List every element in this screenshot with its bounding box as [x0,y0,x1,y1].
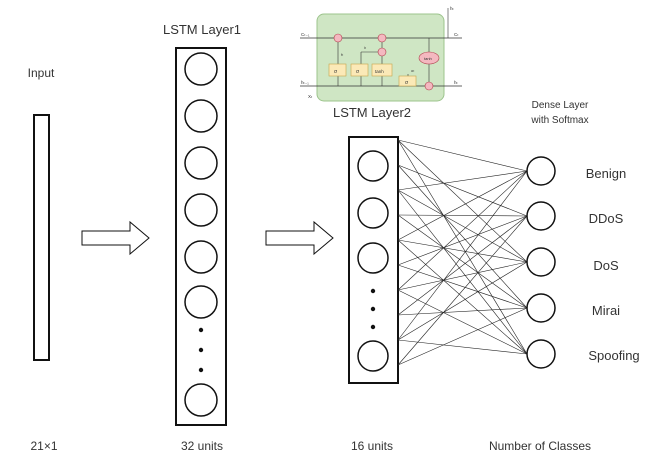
lstm1-unit [184,193,218,227]
dense-connection-line [397,170,528,291]
dense-units [526,156,556,369]
num-classes-label: Number of Classes [489,439,591,453]
class-label-ddos: DDoS [589,211,624,226]
dense-connection-line [397,214,528,309]
dense-connection-line [397,170,528,191]
x-t-label: Xₜ [308,94,313,99]
lstm1-unit [184,99,218,133]
dense-connection-line [397,139,528,355]
dense-connection-line [397,339,528,355]
c-t-label: Cₜ [454,32,459,37]
dense-connection-line [397,189,528,355]
dense-connections [397,139,528,366]
f-t-label: fₜ [341,52,343,57]
lstm2-unit [357,197,389,229]
lstm2-label: LSTM Layer2 [333,105,411,120]
c-prev-label: Cₜ₋₁ [301,32,310,37]
lstm1-unit [184,383,218,417]
lstm1-unit [184,285,218,319]
dense-connection-line [397,215,528,266]
dense-connection-line [397,261,528,341]
lstm2-unit [357,150,389,182]
lstm2-units [357,150,389,372]
lstm2-layer-box [348,136,399,384]
candidate-gate [371,63,393,77]
dense-connection-line [397,170,528,241]
dense-connection-line [397,139,528,263]
dense-connection-line [397,289,528,355]
lstm1-units [184,52,218,417]
dense-unit [526,293,556,323]
tanh-op-label: tanh [424,56,432,61]
dense-connection-line [397,214,528,217]
lstm-cell-inset: Cₜ₋₁ Cₜ hₜ₋₁ hₜ Xₜ hₜ fₜ iₜ oₜ σ σ tanh … [300,6,462,102]
input-sigma-label: σ [356,69,360,75]
dense-connection-line [397,239,528,355]
o-t-label: oₜ [411,68,414,73]
lstm2-unit [357,340,389,372]
dense-connection-line [397,239,528,263]
dense-connection-line [397,170,528,341]
input-vector [33,114,50,361]
input-label: Input [28,66,55,80]
dense-unit [526,156,556,186]
class-label-mirai: Mirai [592,303,620,318]
lstm1-unit [184,52,218,86]
dense-unit [526,201,556,231]
ellipsis-dot [370,288,376,294]
input-gate [350,63,369,77]
dense-unit [526,339,556,369]
i-t-label: iₜ [364,45,366,50]
h-t-top-label: hₜ [450,6,455,11]
dense-connection-line [397,215,528,366]
dense-connection-line [397,307,528,316]
h-prev-label: hₜ₋₁ [301,80,309,85]
ellipsis-dot [198,327,204,333]
output-sigma-label: σ [405,80,409,86]
dense-label-line1: Dense Layer [532,100,589,111]
dense-label-line2: with Softmax [530,115,588,126]
lstm1-unit [184,146,218,180]
forget-sigma-label: σ [334,69,338,75]
ellipsis-dot [198,347,204,353]
ellipsis-dot [198,367,204,373]
output-gate [398,75,417,87]
dense-connection-line [397,164,528,217]
dense-connection-line [397,261,528,291]
arrow-lstm1-to-lstm2 [265,220,334,256]
lstm2-units-label: 16 units [351,439,393,453]
dense-connection-line [397,139,528,172]
lstm2-unit [357,242,389,274]
lstm1-unit [184,240,218,274]
dense-unit [526,247,556,277]
dense-connection-line [397,215,528,316]
dense-connection-line [397,164,528,309]
class-label-dos: DoS [593,258,619,273]
candidate-tanh-label: tanh [375,69,384,74]
multiply-op [333,33,343,43]
tanh-op [418,51,440,65]
forget-gate [328,63,347,77]
lstm1-label: LSTM Layer1 [163,22,241,37]
add-op [377,33,387,43]
h-t-label: hₜ [454,80,459,85]
multiply-op [377,47,387,57]
class-label-benign: Benign [586,166,626,181]
dense-connection-line [397,264,528,309]
dense-connection-line [397,189,528,263]
lstm1-units-label: 32 units [181,439,223,453]
input-dim-label: 21×1 [30,439,57,453]
class-label-spoofing: Spoofing [588,348,639,363]
ellipsis-dot [370,324,376,330]
multiply-op [424,81,434,91]
ellipsis-dot [370,306,376,312]
lstm1-layer-box [175,47,227,426]
dense-connection-line [397,307,528,366]
arrow-input-to-lstm1 [81,220,150,256]
